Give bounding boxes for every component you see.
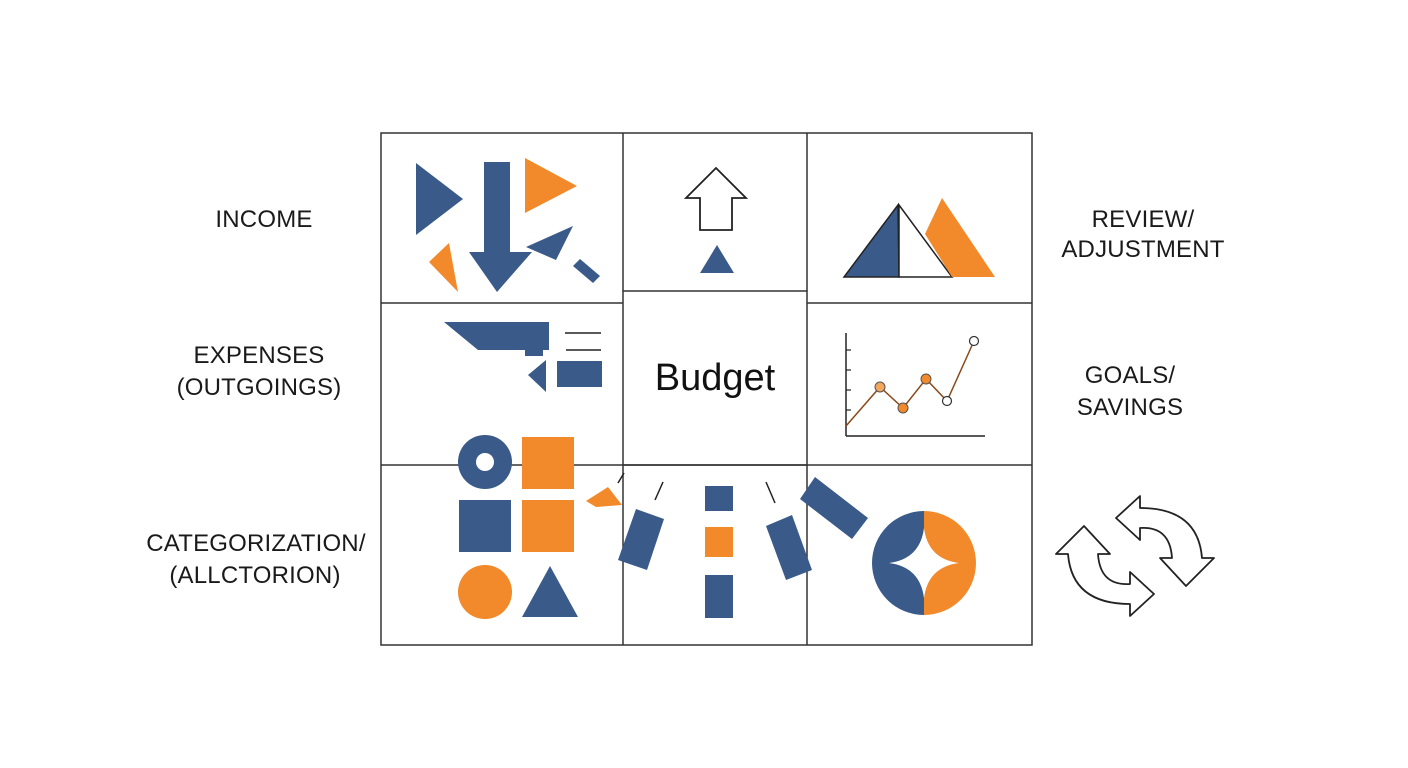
review-label-line1: REVIEW/	[1091, 206, 1195, 233]
scattered-bars-icon	[586, 472, 868, 618]
income-label: INCOME	[215, 206, 313, 233]
pie-circle-icon	[872, 511, 976, 615]
goals-label-line2: SAVINGS	[1076, 394, 1184, 421]
expenses-label-line1: EXPENSES	[193, 342, 325, 369]
chart-point	[920, 373, 932, 385]
chart-point	[968, 335, 980, 347]
review-label-line2: ADJUSTMENT	[1061, 236, 1225, 263]
chart-point	[897, 402, 909, 414]
budget-center-box	[622, 290, 808, 466]
expenses-label-line2: (OUTGOINGS)	[176, 374, 342, 401]
mountain-triangles-icon	[842, 198, 995, 278]
chart-point	[874, 381, 886, 393]
categorization-label-line1: CATEGORIZATION/	[146, 530, 366, 557]
up-arrow-icon	[683, 166, 749, 273]
cycle-arrows-icon	[1055, 495, 1215, 617]
line-chart-icon	[845, 333, 985, 437]
categorization-label-line2: (ALLCTORION)	[169, 562, 341, 589]
goals-label-line1: GOALS/	[1084, 362, 1176, 389]
expense-bars-icon	[444, 322, 602, 392]
category-shapes-icon	[458, 435, 578, 619]
income-shapes-icon	[416, 158, 600, 292]
budget-center-label: Budget	[654, 356, 776, 399]
chart-point	[941, 395, 953, 407]
